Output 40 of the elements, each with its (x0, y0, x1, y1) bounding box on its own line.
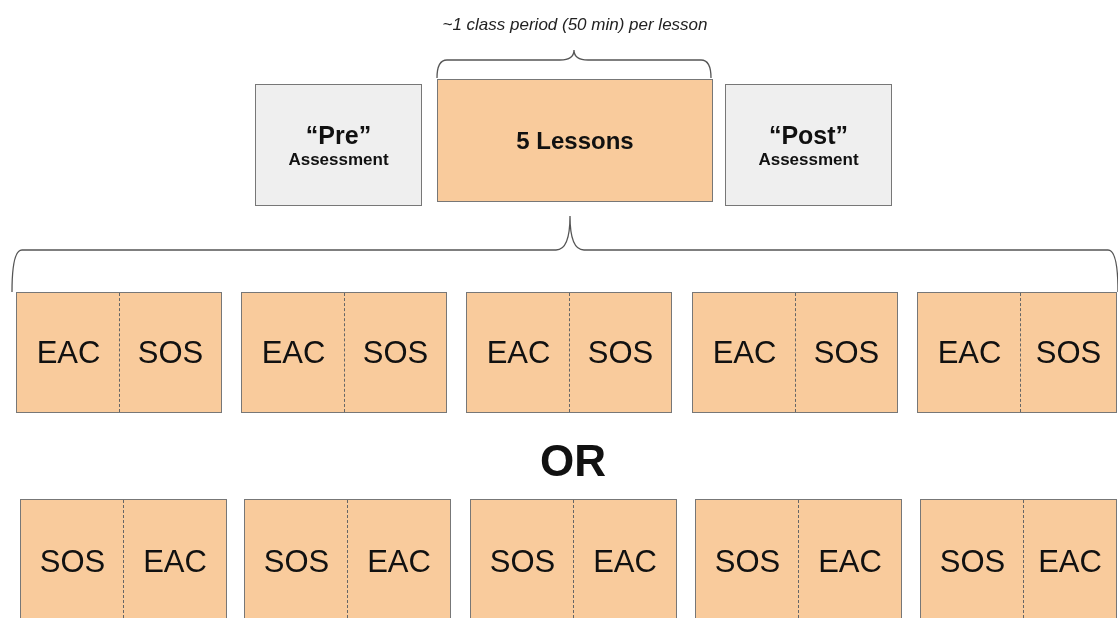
lesson-label: SOS (263, 543, 330, 580)
assessment-label: Assessment (758, 149, 859, 170)
lesson-box (695, 499, 902, 618)
lesson-label: EAC (712, 334, 777, 371)
lesson-box (470, 499, 677, 618)
lesson-label: EAC (1038, 543, 1102, 580)
lesson-label: EAC (261, 334, 326, 371)
lessons-title: 5 Lessons (516, 126, 634, 155)
assessment-title: “Post” (768, 120, 849, 150)
lesson-label: SOS (1035, 334, 1102, 371)
or-label: OR (539, 436, 607, 486)
lesson-box (20, 499, 227, 618)
lesson-box (437, 79, 713, 202)
lesson-label: SOS (714, 543, 781, 580)
lesson-label: SOS (137, 334, 204, 371)
assessment-box (255, 84, 422, 206)
lesson-label: SOS (489, 543, 556, 580)
lesson-label: EAC (143, 543, 207, 580)
lesson-label: EAC (486, 334, 551, 371)
duration-caption: ~1 class period (50 min) per lesson (441, 15, 709, 35)
lesson-box (466, 292, 672, 413)
lesson-label: SOS (39, 543, 106, 580)
lesson-box (244, 499, 451, 618)
lesson-label: EAC (36, 334, 101, 371)
assessment-title: “Pre” (305, 120, 372, 150)
lesson-box (241, 292, 447, 413)
lesson-label: SOS (362, 334, 429, 371)
lesson-label: SOS (587, 334, 654, 371)
lesson-box (692, 292, 898, 413)
lesson-label: EAC (937, 334, 1002, 371)
assessment-box (725, 84, 892, 206)
lesson-label: SOS (939, 543, 1006, 580)
lesson-label: SOS (813, 334, 880, 371)
assessment-label: Assessment (288, 149, 389, 170)
lesson-box (16, 292, 222, 413)
lesson-label: EAC (593, 543, 657, 580)
lesson-box (917, 292, 1117, 413)
lesson-label: EAC (367, 543, 431, 580)
lesson-label: EAC (818, 543, 882, 580)
lesson-box (920, 499, 1117, 618)
